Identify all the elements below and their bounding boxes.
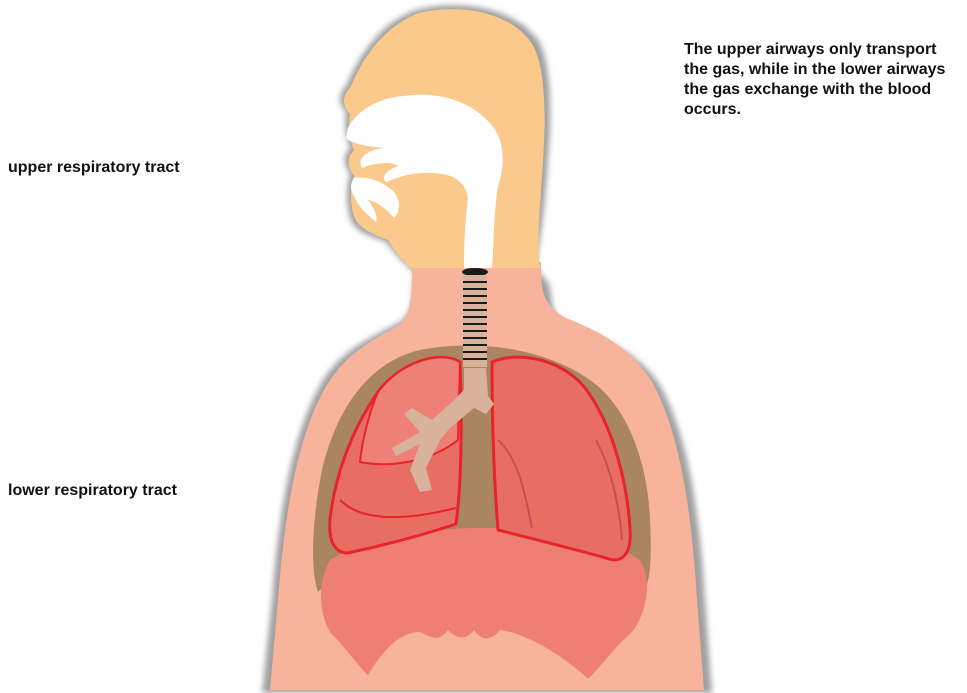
- respiratory-system-illustration: [0, 0, 967, 693]
